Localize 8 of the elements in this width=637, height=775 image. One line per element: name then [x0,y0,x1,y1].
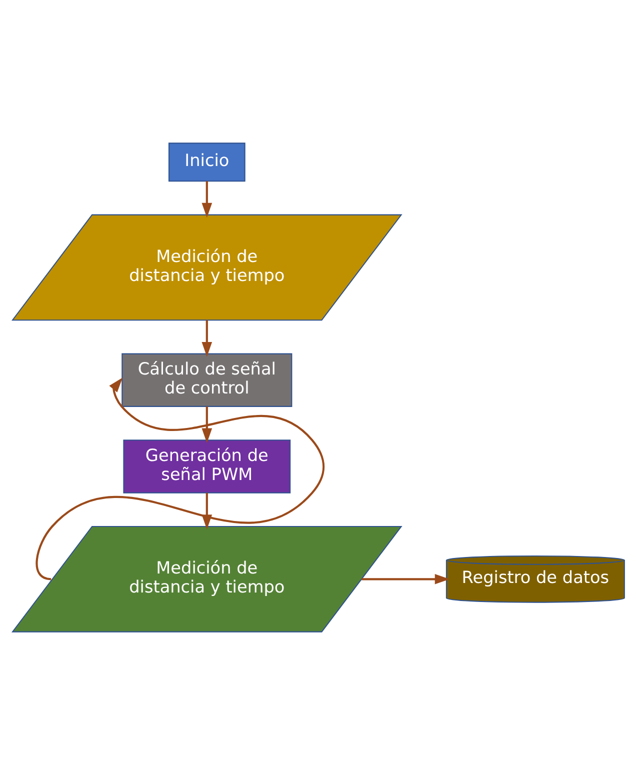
node-box: Generación de señal PWM [123,440,291,494]
node-box: Inicio [168,142,246,182]
arrow [362,574,450,584]
node-box: Cálculo de señal de control [122,353,292,407]
arrow [202,320,212,357]
arrow [202,406,212,444]
arrow [36,378,324,580]
arrow [202,181,212,218]
